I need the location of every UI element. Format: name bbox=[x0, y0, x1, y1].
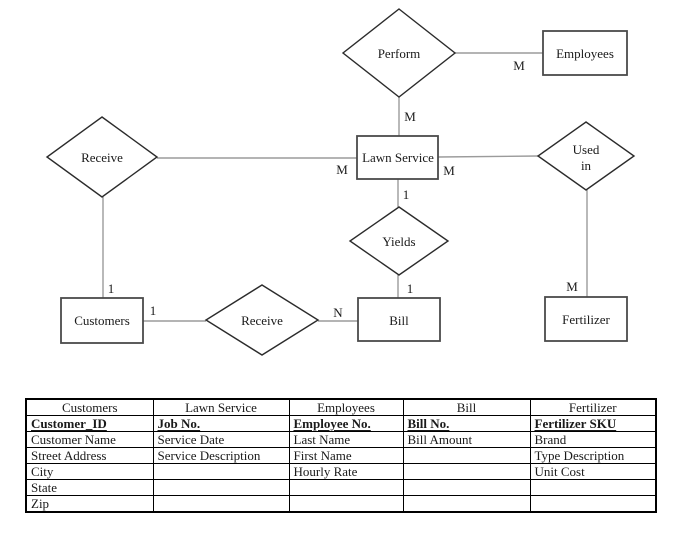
cardinality-customers-receive: 1 bbox=[150, 303, 157, 318]
key-cell-employee-no: Employee No. bbox=[288, 415, 404, 432]
key-cell-bill-no: Bill No. bbox=[402, 415, 531, 432]
bill-label: Bill bbox=[389, 313, 409, 328]
entity-employees: Employees bbox=[542, 30, 628, 76]
bill-rect-shape bbox=[357, 297, 441, 342]
relationship-used-in: Used in bbox=[536, 121, 636, 191]
attribute-cell bbox=[152, 495, 290, 513]
attribute-cell: Hourly Rate bbox=[288, 463, 404, 480]
attribute-cell: Service Date bbox=[152, 431, 290, 448]
entity-bill: Bill bbox=[357, 297, 441, 342]
attribute-cell: First Name bbox=[288, 447, 404, 464]
table-row: Zip bbox=[25, 495, 657, 513]
attribute-cell: State bbox=[25, 479, 154, 496]
attribute-cell bbox=[152, 463, 290, 480]
relationship-yields: Yields bbox=[348, 206, 450, 276]
used-in-diamond-shape bbox=[536, 121, 636, 191]
employees-label: Employees bbox=[556, 46, 614, 61]
receive-bottom-label: Receive bbox=[241, 313, 283, 328]
attribute-cell bbox=[402, 479, 531, 496]
yields-diamond-shape bbox=[348, 206, 450, 276]
cardinality-receive-customers: 1 bbox=[108, 281, 115, 296]
cardinality-perform-lawn-service: M bbox=[404, 109, 416, 124]
entity-customers: Customers bbox=[60, 297, 144, 344]
employees-rect-shape bbox=[542, 30, 628, 76]
table-row: State bbox=[25, 479, 657, 496]
relationship-perform: Perform bbox=[341, 8, 457, 98]
customers-rect-shape bbox=[60, 297, 144, 344]
cardinality-perform-employees: M bbox=[513, 58, 525, 73]
er-diagram-canvas: Perform Receive Used in Yields Receive E… bbox=[45, 8, 636, 356]
perform-diamond-shape bbox=[341, 8, 457, 98]
receive-bottom-diamond-shape bbox=[204, 284, 320, 356]
attribute-cell: Zip bbox=[25, 495, 154, 513]
entity-lawn-service: Lawn Service bbox=[356, 135, 439, 180]
column-header-lawn-service: Lawn Service bbox=[152, 398, 290, 416]
attribute-cell: Street Address bbox=[25, 447, 154, 464]
attribute-cell: Customer Name bbox=[25, 431, 154, 448]
perform-label: Perform bbox=[378, 46, 421, 61]
connector-lawn-service-used-in bbox=[437, 155, 539, 158]
fertilizer-label: Fertilizer bbox=[562, 312, 610, 327]
data-dictionary-table: Customers Lawn Service Employees Bill Fe… bbox=[25, 398, 657, 513]
table-header-row: Customers Lawn Service Employees Bill Fe… bbox=[25, 398, 657, 416]
cardinality-receive-lawn-service: M bbox=[336, 162, 348, 177]
attribute-cell bbox=[152, 479, 290, 496]
table-row: Street Address Service Description First… bbox=[25, 447, 657, 464]
column-header-fertilizer: Fertilizer bbox=[529, 398, 657, 416]
fertilizer-rect-shape bbox=[544, 296, 628, 342]
receive-top-label: Receive bbox=[81, 150, 123, 165]
cardinality-lawn-service-used-in: M bbox=[443, 163, 455, 178]
cardinality-receive-bill: N bbox=[333, 305, 343, 320]
lawn-service-label: Lawn Service bbox=[362, 150, 434, 165]
customers-label: Customers bbox=[74, 313, 130, 328]
yields-label: Yields bbox=[382, 234, 415, 249]
receive-top-diamond-shape bbox=[45, 116, 159, 198]
used-in-label-line2: in bbox=[581, 158, 592, 173]
used-in-label-line1: Used bbox=[573, 142, 600, 157]
table-row: City Hourly Rate Unit Cost bbox=[25, 463, 657, 480]
attribute-cell bbox=[288, 495, 404, 513]
cardinality-lawn-service-yields: 1 bbox=[403, 187, 410, 202]
column-header-customers: Customers bbox=[25, 398, 154, 416]
column-header-employees: Employees bbox=[288, 398, 404, 416]
attribute-cell: Type Description bbox=[529, 447, 657, 464]
attribute-cell bbox=[529, 495, 657, 513]
attribute-cell: Service Description bbox=[152, 447, 290, 464]
attribute-cell bbox=[402, 447, 531, 464]
attribute-cell bbox=[529, 479, 657, 496]
key-cell-job-no: Job No. bbox=[152, 415, 290, 432]
key-cell-fertilizer-sku: Fertilizer SKU bbox=[529, 415, 657, 432]
table-row: Customer Name Service Date Last Name Bil… bbox=[25, 431, 657, 448]
attribute-cell: Unit Cost bbox=[529, 463, 657, 480]
attribute-cell bbox=[402, 495, 531, 513]
attribute-cell: City bbox=[25, 463, 154, 480]
cardinality-used-in-fertilizer: M bbox=[566, 279, 578, 294]
relationship-receive-bottom: Receive bbox=[204, 284, 320, 356]
misspelled-key-text: Customer_ID bbox=[31, 416, 107, 431]
cardinality-yields-bill: 1 bbox=[407, 281, 414, 296]
primary-key-row: Customer_ID Job No. Employee No. Bill No… bbox=[25, 415, 657, 432]
entity-fertilizer: Fertilizer bbox=[544, 296, 628, 342]
column-header-bill: Bill bbox=[402, 398, 531, 416]
attribute-cell: Brand bbox=[529, 431, 657, 448]
attribute-cell: Bill Amount bbox=[402, 431, 531, 448]
attribute-cell: Last Name bbox=[288, 431, 404, 448]
lawn-service-rect-shape bbox=[356, 135, 439, 180]
attribute-cell bbox=[288, 479, 404, 496]
relationship-receive-top: Receive bbox=[45, 116, 159, 198]
attribute-cell bbox=[402, 463, 531, 480]
key-cell-customer-id: Customer_ID bbox=[25, 415, 154, 432]
